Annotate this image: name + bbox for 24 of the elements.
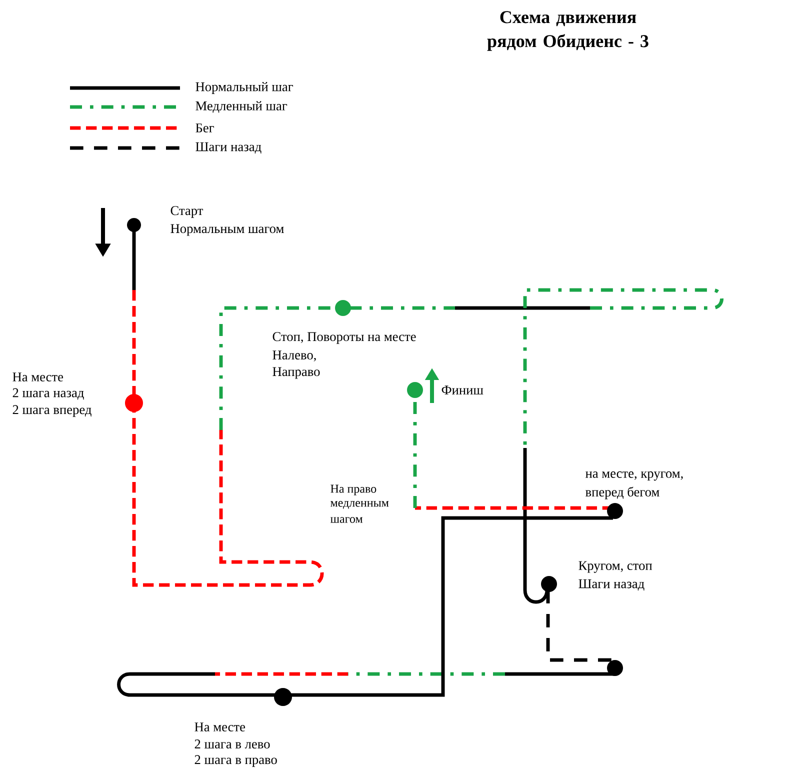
legend-text: Бег	[196, 124, 214, 132]
note-text: Нормальным шагом	[170, 224, 284, 236]
note-text: 2 шага в лево	[194, 740, 270, 748]
note-text: шагом	[330, 517, 363, 523]
note-text: Налево,	[272, 350, 316, 362]
legend-text: Шаги назад	[196, 142, 262, 154]
note-text: 2 шага назад	[12, 388, 84, 400]
note-text: 2 шага вперед	[12, 405, 92, 417]
note-text: Стоп, Повороты на месте	[272, 332, 416, 344]
note-text: 2 шага в право	[194, 755, 277, 767]
note-text: На месте	[194, 722, 246, 732]
note-text: медленным	[330, 501, 389, 509]
note-text: На право	[330, 484, 376, 496]
note-text: На месте	[12, 372, 64, 382]
legend-text: Нормальный шаг	[196, 82, 293, 94]
title: Схема движения рядом Обидиенс - 3	[487, 11, 648, 51]
legend-text: Медленный шаг	[196, 101, 288, 113]
note-text: вперед бегом	[586, 486, 660, 500]
note-text: Шаги назад	[578, 579, 644, 591]
note-text: Старт	[170, 206, 204, 218]
note-text: Финиш	[442, 386, 484, 394]
note-text: Направо	[272, 367, 320, 379]
note-text: Кругом, стоп	[578, 561, 652, 573]
note-text: на месте, кругом,	[586, 471, 683, 481]
